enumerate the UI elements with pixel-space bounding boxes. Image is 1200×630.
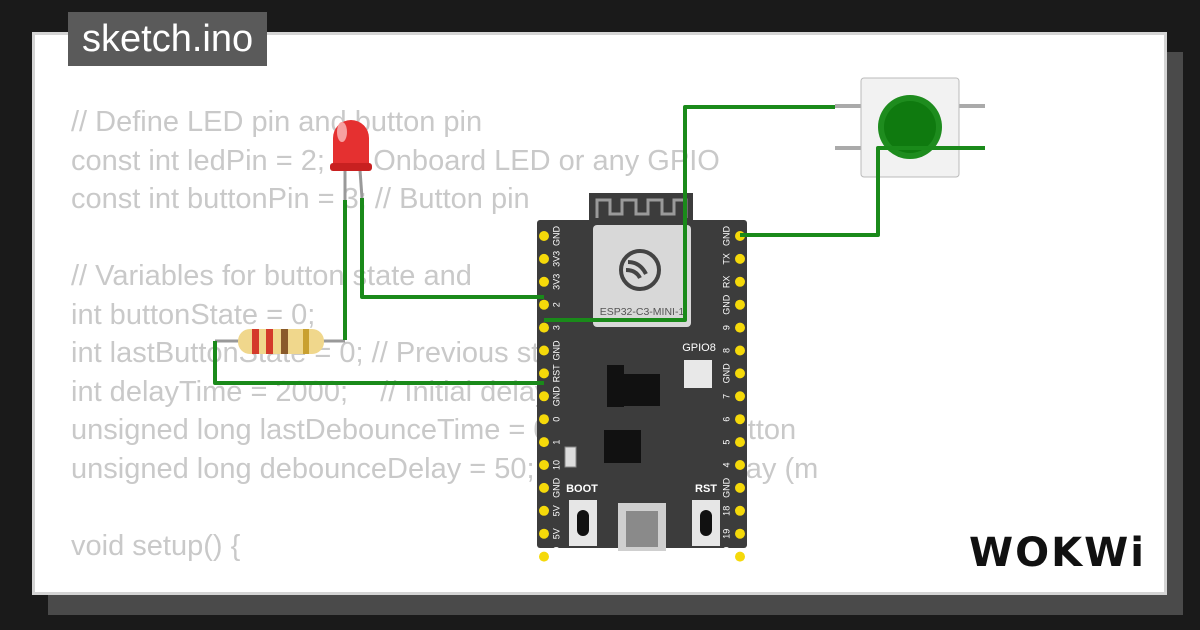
right-pin-label: 19 xyxy=(721,529,731,539)
right-pin[interactable] xyxy=(735,391,745,402)
right-pin[interactable] xyxy=(735,482,745,493)
right-pin-label: RX xyxy=(721,276,731,289)
left-pin[interactable] xyxy=(539,322,549,333)
right-pin-label: 4 xyxy=(721,462,731,467)
espressif-logo-icon xyxy=(619,249,661,291)
left-pin-label: 2 xyxy=(551,302,561,307)
rgb-led xyxy=(684,360,712,388)
code-line: int buttonState = 0; xyxy=(71,298,316,331)
right-pin-label: 5 xyxy=(721,440,731,445)
gpio8-label: GPIO8 xyxy=(682,342,716,354)
right-pin-label: 8 xyxy=(721,348,731,353)
right-pin-label: GND xyxy=(721,546,731,567)
left-pin-label: 0 xyxy=(551,417,561,422)
boot-label: BOOT xyxy=(566,483,598,495)
left-pin[interactable] xyxy=(539,551,549,562)
left-pin[interactable] xyxy=(539,231,549,241)
right-pin[interactable] xyxy=(735,505,745,516)
usb-chip xyxy=(604,430,641,463)
left-pin-label: 5V xyxy=(551,528,561,539)
push-button[interactable] xyxy=(835,77,985,178)
right-pin[interactable] xyxy=(735,299,745,310)
left-pin[interactable] xyxy=(539,460,549,470)
left-pin[interactable] xyxy=(539,299,549,310)
right-pin-label: 6 xyxy=(721,417,731,422)
left-pin[interactable] xyxy=(539,368,549,379)
module-label: ESP32-C3-MINI-1 xyxy=(600,306,685,318)
right-pin[interactable] xyxy=(735,322,745,333)
esp32-c3-board[interactable]: ESP32-C3-MINI-1 GPIO8 BOOT RST GND 3V3 3V3… xyxy=(537,193,747,567)
left-pin-label: 3 xyxy=(551,325,561,330)
right-pin-label: GND xyxy=(721,363,731,384)
code-line: void setup() { xyxy=(71,529,241,562)
left-pin[interactable] xyxy=(539,253,549,264)
left-pin[interactable] xyxy=(539,391,549,402)
wires xyxy=(213,105,985,385)
right-pin[interactable] xyxy=(735,414,745,425)
right-pin[interactable] xyxy=(735,437,745,448)
right-pin-label: GND xyxy=(721,226,731,247)
left-pin-label: 3V3 xyxy=(551,251,561,267)
wokwi-logo: WOKWi xyxy=(969,530,1146,576)
left-pin-label: GND xyxy=(551,226,561,247)
left-pin[interactable] xyxy=(539,482,549,493)
code-line: // Variables for button state and xyxy=(71,260,472,292)
right-pin-label: 7 xyxy=(721,394,731,399)
right-pin-label: 9 xyxy=(721,325,731,330)
file-tab[interactable]: sketch.ino xyxy=(68,12,268,66)
wifi-module xyxy=(593,225,691,327)
right-pin-label: TX xyxy=(721,253,731,265)
left-pin[interactable] xyxy=(539,437,549,448)
right-pin[interactable] xyxy=(735,345,745,356)
left-pin[interactable] xyxy=(539,276,549,287)
right-pin[interactable] xyxy=(735,276,745,287)
resistor[interactable] xyxy=(215,329,345,354)
left-pin-label: GND xyxy=(551,477,561,498)
left-pin[interactable] xyxy=(539,528,549,539)
left-pin-label: 3V3 xyxy=(551,274,561,290)
left-pin-label: 10 xyxy=(551,460,561,470)
regulator-chip xyxy=(607,365,624,407)
left-pin-label: GND xyxy=(551,340,561,361)
right-pin-label: GND xyxy=(721,294,731,315)
left-pin[interactable] xyxy=(539,505,549,516)
left-pin-label: GND xyxy=(551,546,561,567)
left-pin-label: 5V xyxy=(551,505,561,516)
rst-label: RST xyxy=(695,483,717,495)
right-pin-label: GND xyxy=(721,477,731,498)
led-smd xyxy=(564,446,577,468)
right-pin[interactable] xyxy=(735,551,745,562)
right-pin[interactable] xyxy=(735,253,745,264)
right-pin[interactable] xyxy=(735,528,745,539)
left-pin[interactable] xyxy=(539,414,549,425)
right-pin-label: 18 xyxy=(721,506,731,516)
left-pin-label: RST xyxy=(551,364,561,383)
red-led[interactable] xyxy=(330,120,372,200)
right-pin[interactable] xyxy=(735,368,745,379)
left-pin-label: GND xyxy=(551,386,561,407)
left-pin-label: 1 xyxy=(551,440,561,445)
left-pin[interactable] xyxy=(539,345,549,356)
right-pin[interactable] xyxy=(735,460,745,470)
